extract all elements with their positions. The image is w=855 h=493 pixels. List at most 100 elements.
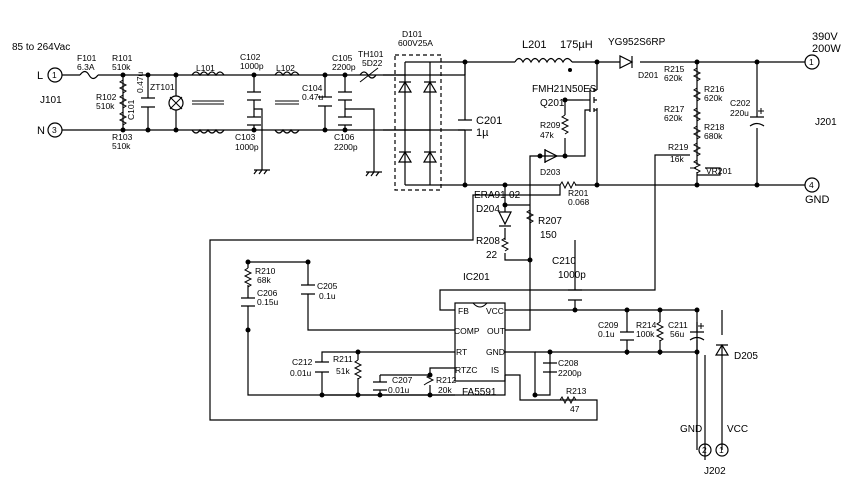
- wires: [62, 61, 805, 460]
- c102-val: 1000p: [240, 61, 264, 71]
- c104-capacitor-icon: [318, 96, 332, 107]
- j101-pin3-label: 3: [52, 125, 57, 135]
- j201-label: J201: [815, 117, 837, 128]
- mosfet-icon: [583, 88, 597, 112]
- d203-ref: D203: [540, 167, 561, 177]
- c105-capacitor-icon: [338, 91, 352, 101]
- r211-ref: R211: [333, 354, 353, 364]
- r213-val: 47: [570, 404, 580, 414]
- c201-val: 1µ: [476, 127, 489, 139]
- r103-val: 510k: [112, 141, 131, 151]
- ic201-part: FA5591: [462, 387, 497, 398]
- r212-resistor-icon: [423, 374, 435, 386]
- c102-capacitor-icon: [247, 91, 261, 101]
- r210-ref: R210: [255, 266, 276, 276]
- r215-resistor-icon: [692, 67, 702, 82]
- c212-val: 0.01u: [290, 368, 312, 378]
- j201-pin4-label: 4: [809, 180, 814, 190]
- aux-vcc-label: VCC: [727, 424, 748, 435]
- c202-ref: C202: [730, 98, 751, 108]
- output-voltage: 390V: [812, 31, 838, 43]
- r216-ref: R216: [704, 84, 725, 94]
- ic-pin-out: OUT: [487, 326, 505, 336]
- l102-ref: L102: [276, 63, 295, 73]
- r208-val: 22: [486, 250, 498, 261]
- c105-val: 2200p: [332, 62, 356, 72]
- j202-pin2-label: 2: [702, 445, 707, 455]
- r213-ref: R213: [566, 386, 587, 396]
- j202-label: J202: [704, 466, 726, 477]
- output-power: 200W: [812, 43, 841, 55]
- c106-capacitor-icon: [338, 116, 352, 126]
- c103-ref: C103: [235, 132, 256, 142]
- c102-ref: C102: [240, 52, 261, 62]
- c206-ref: C206: [257, 288, 278, 298]
- r102-resistor-icon: [118, 94, 128, 109]
- r208-ref: R208: [476, 236, 500, 247]
- c103-capacitor-icon: [247, 116, 261, 126]
- l201-ref: L201: [522, 39, 546, 51]
- l101-choke-icon: [191, 71, 225, 134]
- r102-ref: R102: [96, 92, 117, 102]
- c101-capacitor-icon: [141, 97, 155, 108]
- j101-label: J101: [40, 95, 62, 106]
- ic201-ref: IC201: [463, 272, 490, 283]
- r210-val: 68k: [257, 275, 271, 285]
- r102-val: 510k: [96, 101, 115, 111]
- aux-gnd-label: GND: [680, 424, 702, 435]
- r212-ref: R212: [436, 375, 457, 385]
- d204-diode-icon: [498, 211, 512, 227]
- d204-part: ERA91-02: [474, 190, 521, 201]
- r217-ref: R217: [664, 104, 685, 114]
- r101-resistor-icon: [118, 79, 128, 94]
- c101-ref: C101: [126, 99, 136, 120]
- ic-pin-gnd: GND: [486, 347, 505, 357]
- vr201-ref: VR201: [706, 166, 732, 176]
- ground-icon: [365, 171, 382, 177]
- c212-ref: C212: [292, 357, 313, 367]
- j202-pin1-icon: [715, 443, 729, 457]
- c207-ref: C207: [392, 375, 413, 385]
- r217-val: 620k: [664, 113, 683, 123]
- j201-pin1-label: 1: [809, 57, 814, 67]
- labels: 85 to 264Vac L 1 N 3 J101 F101 6.3A R101…: [12, 29, 841, 477]
- c208-ref: C208: [558, 358, 579, 368]
- q201-part: FMH21N50ES: [532, 84, 597, 95]
- c209-val: 0.1u: [598, 329, 615, 339]
- th101-ref: TH101: [358, 49, 384, 59]
- c210-ref: C210: [552, 256, 576, 267]
- junctions: [120, 59, 760, 398]
- c106-val: 2200p: [334, 142, 358, 152]
- f101-val: 6.3A: [77, 62, 95, 72]
- c208-val: 2200p: [558, 368, 582, 378]
- r214-ref: R214: [636, 320, 657, 330]
- d201-ref: D201: [638, 70, 659, 80]
- r216-resistor-icon: [692, 87, 702, 102]
- ic-pin-vcc: VCC: [486, 306, 504, 316]
- c206-capacitor-icon: [241, 297, 255, 307]
- ic-pin-fb: FB: [458, 306, 469, 316]
- d201-diode-icon: [619, 55, 634, 69]
- c101-val: 0.47u: [135, 71, 145, 93]
- r218-ref: R218: [704, 122, 725, 132]
- c105-ref: C105: [332, 53, 353, 63]
- terminal-n-label: N: [37, 125, 45, 137]
- th101-val: 5D22: [362, 58, 383, 68]
- r211-val: 51k: [336, 366, 350, 376]
- c207-capacitor-icon: [373, 381, 387, 391]
- c201-capacitor-icon: [458, 119, 472, 131]
- c202-val: 220u: [730, 108, 749, 118]
- r201-ref: R201: [568, 188, 589, 198]
- r201-val: 0.068: [568, 197, 590, 207]
- varistor-icon: [168, 95, 184, 111]
- ic-pin-rt: RT: [456, 347, 467, 357]
- r210-resistor-icon: [243, 267, 253, 288]
- c104-ref: C104: [302, 83, 323, 93]
- terminal-l-label: L: [37, 70, 43, 82]
- input-range-label: 85 to 264Vac: [12, 42, 70, 53]
- ground-icon: [253, 169, 270, 175]
- d201-part: YG952S6RP: [608, 37, 666, 48]
- j101-pin3-icon: [47, 122, 63, 138]
- ic-pin-is: IS: [491, 365, 499, 375]
